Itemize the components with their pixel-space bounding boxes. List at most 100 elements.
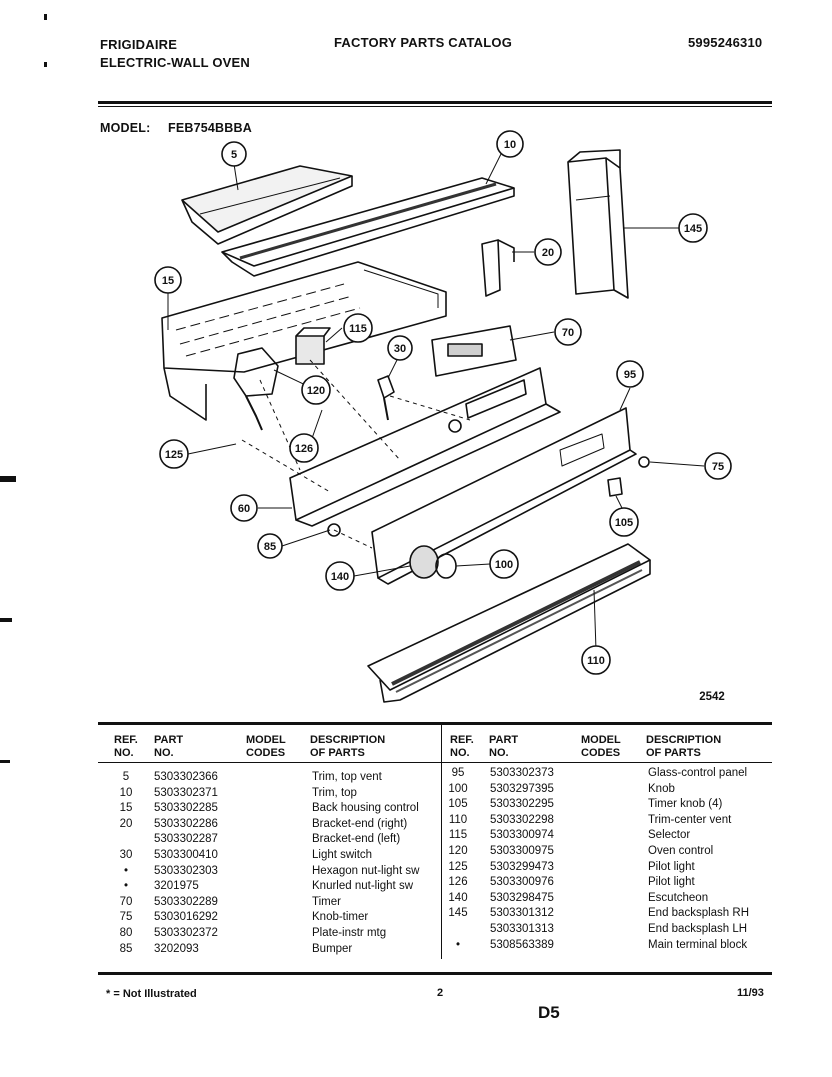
- callout-60: [230, 494, 258, 522]
- callout-label: 70: [562, 327, 574, 339]
- callout-145: [678, 213, 708, 243]
- ref-cell: •: [455, 938, 461, 951]
- part-number-cell: 5303302373: [490, 767, 554, 779]
- description-cell: Timer knob (4): [648, 798, 723, 811]
- description-cell: Knurled nut-light sw: [312, 880, 413, 893]
- table-row: • 3201975 Knurled nut-light sw: [116, 879, 436, 895]
- ref-cell: 145: [448, 907, 468, 920]
- description-cell: Main terminal block: [648, 938, 748, 951]
- description-cell: Light switch: [312, 848, 373, 861]
- ref-cell: 80: [119, 926, 133, 939]
- callout-110: [581, 645, 611, 675]
- part-number-cell: 5303302289: [154, 895, 218, 908]
- product-name: ELECTRIC-WALL OVEN: [100, 55, 250, 70]
- part-number-cell: 5303299473: [490, 860, 554, 873]
- part-number-cell: 5303016292: [154, 911, 218, 924]
- callout-label: 95: [624, 369, 636, 381]
- exploded-parts-diagram: 5 10 145 20 15 115 30 70 120 95 126 125 …: [154, 130, 732, 703]
- scan-edge-mark: [0, 760, 10, 763]
- col-header-part: PART NO.: [154, 734, 184, 759]
- callout-75: [704, 452, 732, 480]
- callout-label: 5: [231, 149, 237, 161]
- callout-label: 60: [238, 503, 250, 515]
- description-cell: End backsplash LH: [648, 922, 748, 935]
- col-header-ref: REF. NO.: [114, 734, 138, 759]
- table-row: 5303301313 End backsplash LH: [446, 922, 772, 938]
- table-row: 80 5303302372 Plate-instr mtg: [116, 926, 436, 942]
- callout-label: 140: [331, 571, 349, 583]
- ref-cell: 30: [119, 848, 133, 861]
- ref-cell: 100: [448, 782, 468, 795]
- part-number-cell: 5303302295: [490, 798, 554, 811]
- callout-15: [154, 266, 182, 294]
- part-number-cell: 5303302371: [154, 786, 218, 799]
- callout-label: 120: [307, 385, 325, 397]
- page-number: 2: [437, 987, 444, 999]
- ref-cell: 95: [451, 767, 465, 779]
- part-number-cell: 5303298475: [490, 891, 554, 904]
- callout-140: [325, 561, 355, 591]
- callout-label: 110: [587, 655, 605, 667]
- table-row: 105 5303302295 Timer knob (4): [446, 797, 772, 813]
- ref-cell: 110: [448, 813, 468, 826]
- callout-70: [554, 318, 582, 346]
- col-header-desc: DESCRIPTION OF PARTS: [646, 734, 722, 759]
- callout-label: 10: [504, 139, 516, 151]
- brand-name: FRIGIDAIRE: [100, 37, 178, 52]
- ref-cell: 10: [119, 786, 133, 799]
- callout-label: 15: [162, 275, 174, 287]
- ref-cell: 140: [448, 891, 468, 904]
- description-cell: Trim-center vent: [648, 813, 732, 826]
- part-number-cell: 5303302285: [154, 802, 218, 815]
- ref-cell: 5: [122, 771, 130, 783]
- description-cell: Knob: [648, 782, 675, 795]
- scan-edge-mark: [44, 62, 47, 67]
- description-cell: Plate-instr mtg: [312, 926, 387, 939]
- description-cell: Trim, top vent: [312, 771, 382, 783]
- ref-cell: 70: [119, 895, 133, 908]
- ref-cell: 115: [448, 829, 468, 842]
- callout-label: 115: [349, 323, 367, 335]
- part-number-cell: 5303300974: [490, 829, 554, 842]
- drawing-number: 2542: [699, 691, 725, 703]
- ref-cell: 125: [448, 860, 468, 873]
- ref-cell: •: [123, 880, 129, 893]
- scan-edge-mark: [0, 618, 12, 622]
- callout-label: 75: [712, 461, 724, 473]
- part-number-cell: 5303302372: [154, 926, 218, 939]
- part-number-cell: 3201975: [154, 880, 199, 893]
- callout-120: [301, 375, 331, 405]
- col-header-ref: REF. NO.: [450, 734, 474, 759]
- part-number-cell: 5303301313: [490, 922, 554, 935]
- table-top-rule: [98, 722, 772, 725]
- description-cell: Pilot light: [648, 860, 695, 873]
- part-number-cell: 5308563389: [490, 938, 554, 951]
- ref-cell: 105: [448, 798, 468, 811]
- callout-label: 100: [495, 559, 513, 571]
- ref-cell: 85: [119, 942, 133, 955]
- callout-125: [159, 439, 189, 469]
- footnote: * = Not Illustrated: [106, 988, 197, 1000]
- description-cell: Pilot light: [648, 876, 695, 889]
- table-row: 125 5303299473 Pilot light: [446, 860, 772, 876]
- callout-100: [489, 549, 519, 579]
- part-number-cell: 5303302287: [154, 833, 218, 846]
- table-bottom-rule: [98, 972, 772, 975]
- description-cell: Glass-control panel: [648, 767, 748, 779]
- description-cell: Timer: [312, 895, 341, 908]
- callout-label: 20: [542, 247, 554, 259]
- callout-label: 105: [615, 517, 633, 529]
- ref-cell: 15: [119, 802, 133, 815]
- callout-30: [387, 335, 413, 361]
- table-row: • 5308563389 Main terminal block: [446, 938, 772, 954]
